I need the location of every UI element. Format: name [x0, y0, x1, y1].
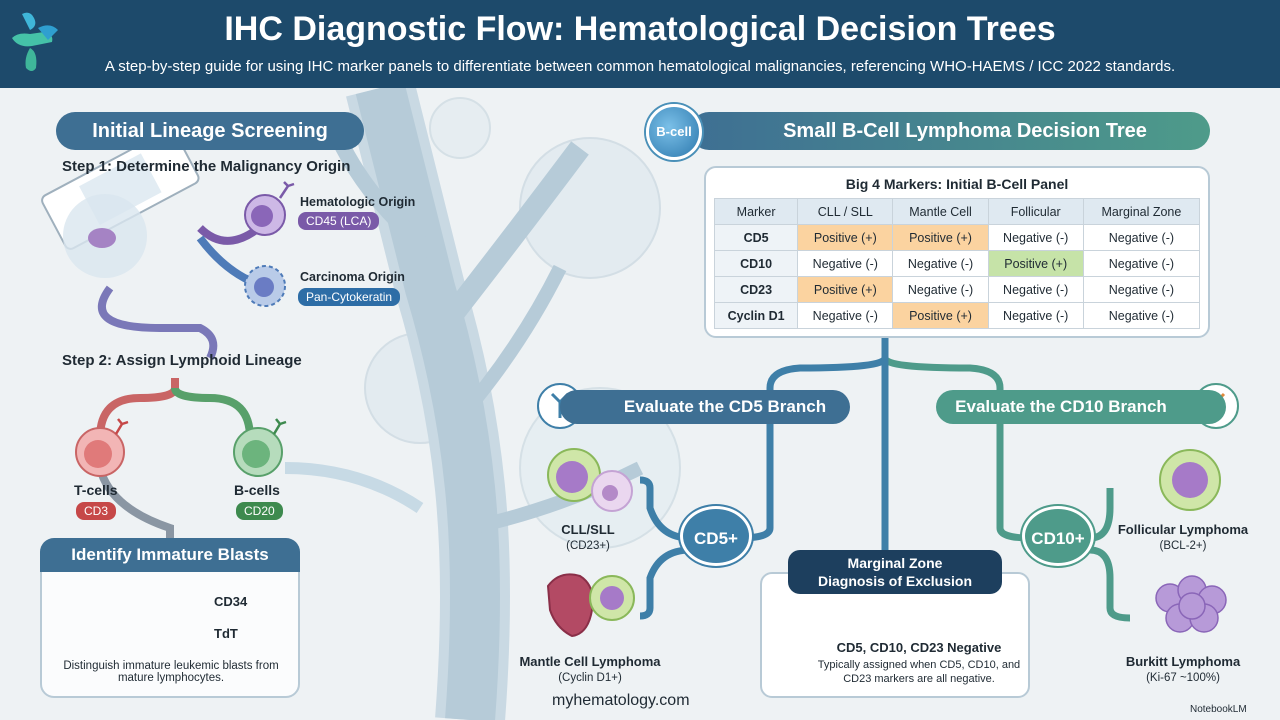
- table-cell: Negative (-): [797, 250, 894, 277]
- table-cell: CD5: [713, 224, 799, 251]
- table-header-cell: Marker: [713, 198, 799, 225]
- table-row: CD23 Positive (+) Negative (-) Negative …: [713, 276, 1201, 303]
- table-cell: Positive (+): [797, 224, 894, 251]
- table-row: Cyclin D1 Negative (-) Positive (+) Nega…: [713, 302, 1201, 329]
- table-cell: CD23: [713, 276, 799, 303]
- carcinoma-origin-label: Carcinoma Origin: [300, 270, 405, 284]
- bcell-badge-icon: B-cell: [646, 104, 702, 160]
- cd34-marker-label: CD34: [214, 594, 248, 609]
- marginal-zone-negative-markers: CD5, CD10, CD23 Negative: [836, 640, 1002, 655]
- table-header-cell: CLL / SLL: [797, 198, 894, 225]
- initial-lineage-screening-heading: Initial Lineage Screening: [56, 112, 364, 150]
- cd3-marker-tag: CD3: [76, 502, 117, 520]
- table-cell: Negative (-): [892, 250, 989, 277]
- marginal-zone-title-line1: Marginal Zone: [847, 555, 943, 571]
- table-cell: Cyclin D1: [713, 302, 799, 329]
- website-footer: myhematology.com: [552, 692, 690, 709]
- page-subtitle: A step-by-step guide for using IHC marke…: [104, 58, 1176, 75]
- burkitt-lymphoma-marker: (Ki-67 ~100%): [1146, 672, 1220, 684]
- cd10-branch-heading: Evaluate the CD10 Branch: [936, 390, 1226, 424]
- cd5-positive-node: CD5+: [680, 506, 752, 566]
- marker-panel-table: Marker CLL / SLL Mantle Cell Follicular …: [713, 198, 1201, 329]
- cll-sll-marker: (CD23+): [566, 540, 610, 552]
- table-cell: CD10: [713, 250, 799, 277]
- table-cell: Negative (-): [797, 302, 894, 329]
- cll-sll-label: CLL/SLL: [561, 522, 615, 537]
- page-title: IHC Diagnostic Flow: Hematological Decis…: [224, 10, 1056, 48]
- step1-heading: Step 1: Determine the Malignancy Origin: [62, 158, 351, 175]
- blasts-description: Distinguish immature leukemic blasts fro…: [63, 660, 279, 684]
- cd5-branch-heading: Evaluate the CD5 Branch: [560, 390, 850, 424]
- mantle-cell-marker: (Cyclin D1+): [558, 672, 622, 684]
- table-cell: Positive (+): [797, 276, 894, 303]
- marginal-zone-note: Typically assigned when CD5, CD10, and C…: [817, 659, 1021, 685]
- table-header-cell: Mantle Cell: [892, 198, 989, 225]
- table-cell: Negative (-): [1082, 250, 1201, 277]
- table-header-row: Marker CLL / SLL Mantle Cell Follicular …: [713, 198, 1201, 225]
- table-cell: Positive (+): [987, 250, 1084, 277]
- table-cell: Negative (-): [987, 224, 1084, 251]
- cd10-positive-node: CD10+: [1022, 506, 1094, 566]
- table-header-cell: Follicular: [987, 198, 1084, 225]
- burkitt-lymphoma-label: Burkitt Lymphoma: [1125, 654, 1241, 669]
- table-cell: Negative (-): [1082, 302, 1201, 329]
- marker-panel-title: Big 4 Markers: Initial B-Cell Panel: [845, 176, 1069, 192]
- table-cell: Negative (-): [1082, 276, 1201, 303]
- marginal-zone-heading: Marginal Zone Diagnosis of Exclusion: [788, 550, 1002, 594]
- medical-cross-logo-icon: [12, 12, 58, 71]
- tdt-marker-label: TdT: [214, 626, 238, 641]
- bcells-label: B-cells: [234, 482, 280, 498]
- table-cell: Negative (-): [892, 276, 989, 303]
- mantle-cell-label: Mantle Cell Lymphoma: [519, 654, 661, 669]
- notebooklm-brand: NotebookLM: [1190, 704, 1247, 715]
- table-row: CD5 Positive (+) Positive (+) Negative (…: [713, 224, 1201, 251]
- table-cell: Negative (-): [987, 276, 1084, 303]
- table-cell: Negative (-): [987, 302, 1084, 329]
- marginal-zone-title-line2: Diagnosis of Exclusion: [817, 573, 973, 589]
- table-cell: Negative (-): [1082, 224, 1201, 251]
- follicular-lymphoma-label: Follicular Lymphoma: [1117, 522, 1249, 537]
- follicular-lymphoma-marker: (BCL-2+): [1159, 540, 1207, 552]
- header-banner: [0, 0, 1280, 88]
- tcells-label: T-cells: [74, 482, 118, 498]
- cd20-marker-tag: CD20: [236, 502, 283, 520]
- cd45-marker-tag: CD45 (LCA): [298, 212, 380, 230]
- table-cell: Positive (+): [892, 302, 989, 329]
- immature-blasts-heading: Identify Immature Blasts: [40, 538, 300, 572]
- table-row: CD10 Negative (-) Negative (-) Positive …: [713, 250, 1201, 277]
- pan-cytokeratin-marker-tag: Pan-Cytokeratin: [298, 288, 401, 306]
- table-cell: Positive (+): [892, 224, 989, 251]
- hematologic-origin-label: Hematologic Origin: [300, 195, 416, 209]
- bcell-decision-tree-heading: Small B-Cell Lymphoma Decision Tree: [690, 112, 1210, 150]
- step2-heading: Step 2: Assign Lymphoid Lineage: [62, 352, 302, 369]
- table-header-cell: Marginal Zone: [1082, 198, 1201, 225]
